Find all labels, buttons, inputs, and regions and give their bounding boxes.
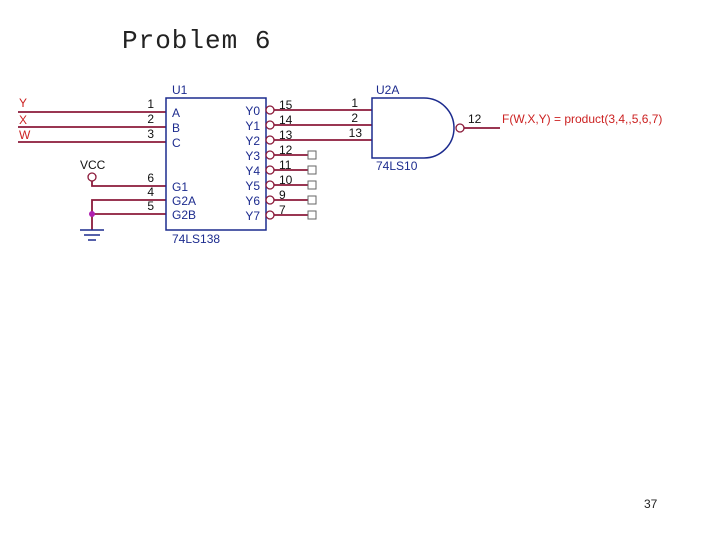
no-connect-marker	[307, 165, 317, 175]
no-connect-marker	[307, 210, 317, 220]
input-label-x: X	[19, 113, 27, 127]
gate-part: 74LS10	[376, 159, 418, 173]
pin-num-g2a: 4	[147, 185, 154, 199]
output-bubble-y5	[265, 180, 275, 190]
pin-num-c: 3	[147, 127, 154, 141]
gate-pin-2: 2	[351, 111, 358, 125]
input-wires	[18, 111, 166, 143]
decoder-output-label-y4: Y4	[245, 164, 260, 178]
output-bubble-y6	[265, 195, 275, 205]
output-pin-num-y5: 10	[279, 173, 293, 187]
output-pin-num-y4: 11	[279, 158, 292, 172]
decoder-input-b: B	[172, 121, 180, 135]
vcc-label: VCC	[80, 158, 106, 172]
decoder-enable-g1: G1	[172, 180, 188, 194]
decoder-output-label-y5: Y5	[245, 179, 260, 193]
no-connect-marker	[307, 180, 317, 190]
decoder-body	[165, 97, 267, 231]
gate-output-pin: 12	[468, 112, 482, 126]
decoder-input-a: A	[172, 106, 180, 120]
output-pin-num-y0: 15	[279, 98, 293, 112]
output-pin-num-y6: 9	[279, 188, 286, 202]
output-pin-num-y2: 13	[279, 128, 293, 142]
wire-vcc	[91, 181, 166, 187]
decoder-part: 74LS138	[172, 232, 220, 246]
pin-num-g2b: 5	[147, 199, 154, 213]
pin-num-b: 2	[147, 112, 154, 126]
no-connect-marker	[307, 195, 317, 205]
decoder-enable-g2b: G2B	[172, 208, 196, 222]
vcc-terminal	[87, 172, 97, 182]
output-bubble-y4	[265, 165, 275, 175]
gate-pin-1: 1	[351, 96, 358, 110]
gate-pin-13: 13	[349, 126, 363, 140]
output-pin-num-y1: 14	[279, 113, 293, 127]
decoder-output-label-y2: Y2	[245, 134, 260, 148]
output-pin-num-y3: 12	[279, 143, 293, 157]
gate-ref: U2A	[376, 83, 399, 97]
decoder-output-label-y1: Y1	[245, 119, 260, 133]
decoder-enable-g2a: G2A	[172, 194, 196, 208]
nand-output-bubble	[455, 123, 465, 133]
wire-g2a	[91, 199, 166, 230]
page-number: 37	[644, 497, 658, 511]
ground-symbol	[80, 229, 104, 241]
decoder-output-label-y7: Y7	[245, 209, 260, 223]
no-connect-marker	[307, 150, 317, 160]
decoder-ref: U1	[172, 83, 188, 97]
decoder-output-label-y3: Y3	[245, 149, 260, 163]
input-label-y: Y	[19, 96, 27, 110]
output-bubble-y7	[265, 210, 275, 220]
input-label-w: W	[19, 128, 31, 142]
junction-dot	[89, 211, 95, 217]
decoder-input-c: C	[172, 136, 181, 150]
output-bubble-y1	[265, 120, 275, 130]
output-bubble-y2	[265, 135, 275, 145]
nand-gate-body	[371, 97, 455, 159]
decoder-output-label-y0: Y0	[245, 104, 260, 118]
slide-title: Problem 6	[122, 26, 272, 56]
pin-num-a: 1	[147, 97, 154, 111]
output-bubble-y3	[265, 150, 275, 160]
decoder-output-label-y6: Y6	[245, 194, 260, 208]
pin-num-g1: 6	[147, 171, 154, 185]
output-function-label: F(W,X,Y) = product(3,4,,5,6,7)	[502, 112, 662, 126]
output-pin-num-y7: 7	[279, 203, 286, 217]
output-bubble-y0	[265, 105, 275, 115]
